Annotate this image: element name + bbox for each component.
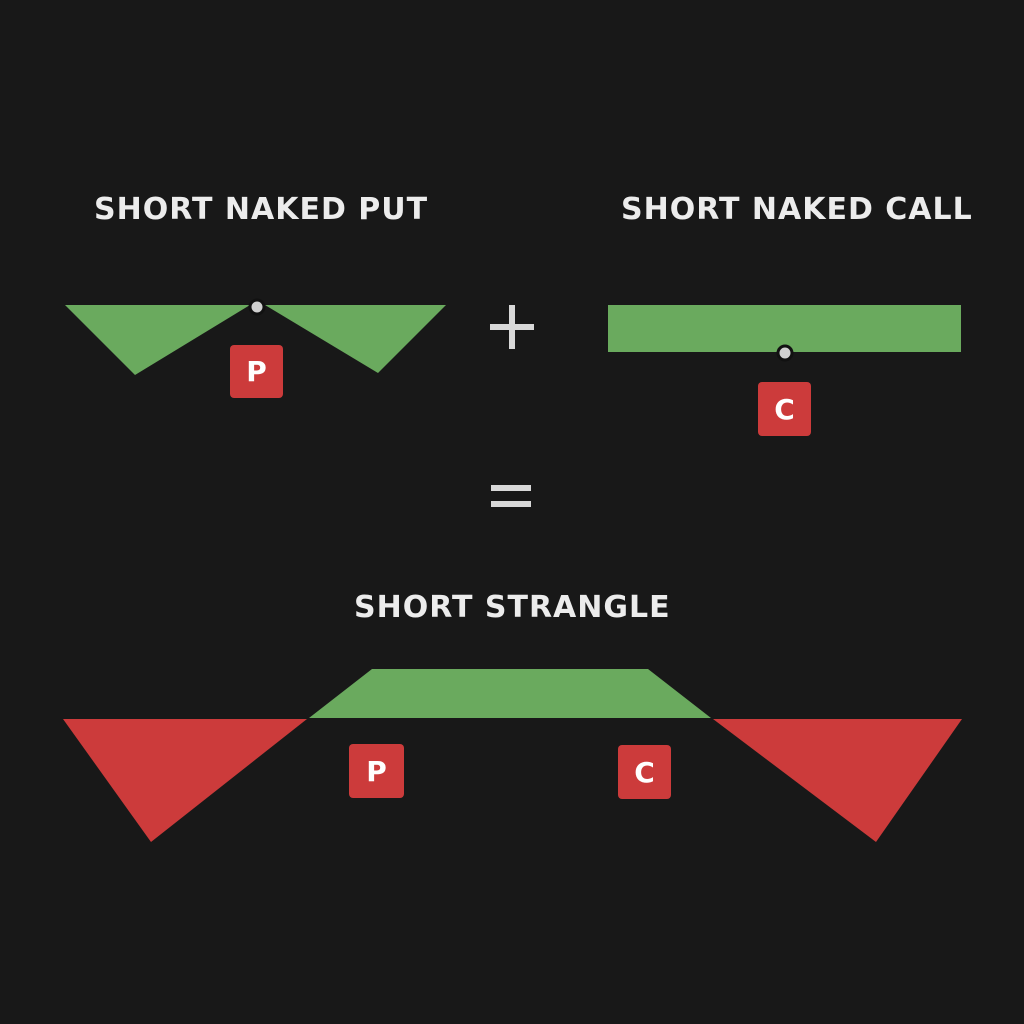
strangle-loss-left — [63, 719, 307, 842]
put-strike-dot — [248, 298, 266, 316]
strangle-call-badge: C — [618, 745, 671, 799]
strangle-loss-right — [713, 719, 962, 842]
put-profit-right — [265, 305, 446, 373]
short-naked-call-title: SHORT NAKED CALL — [621, 192, 973, 227]
strangle-put-badge: P — [349, 744, 404, 798]
call-badge: C — [758, 382, 811, 436]
plus-icon-v — [509, 305, 515, 349]
put-profit-left — [65, 305, 250, 375]
call-strike-dot — [776, 344, 794, 362]
strangle-profit-zone — [309, 669, 711, 718]
equals-icon-top — [491, 485, 531, 491]
short-naked-put-title: SHORT NAKED PUT — [94, 192, 429, 227]
put-badge: P — [230, 345, 283, 398]
short-strangle-title: SHORT STRANGLE — [354, 590, 671, 625]
equals-icon-bottom — [491, 501, 531, 507]
call-profit-bar — [608, 305, 961, 352]
